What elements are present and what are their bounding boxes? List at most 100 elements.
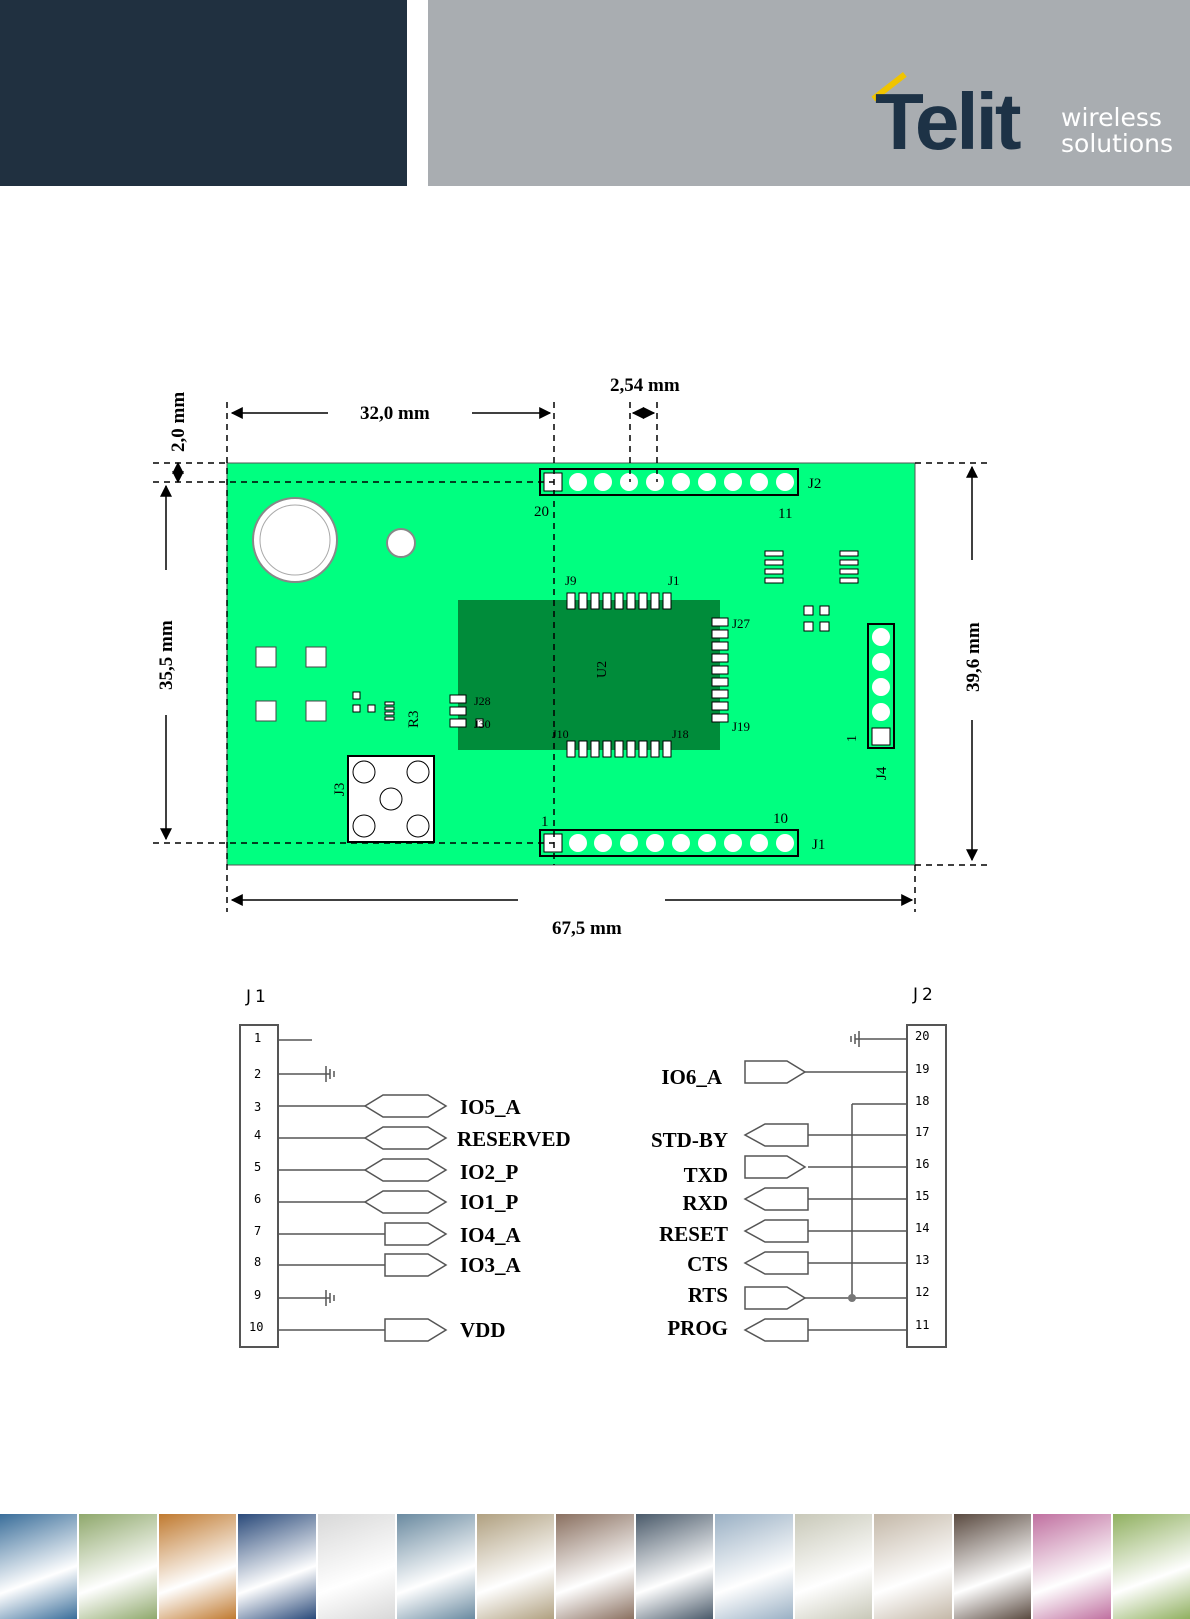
pinout-schematic: J1 J2 1 2 3 4 5 6 7 8 9 10 20 19 18 17 1…: [0, 975, 1190, 1355]
j1-pin-number: 9: [254, 1288, 261, 1302]
junction-dot: [848, 1294, 856, 1302]
j1-pin-number: 4: [254, 1128, 261, 1142]
led-pad: [387, 529, 415, 557]
j1-pin-number: 7: [254, 1224, 261, 1238]
dim-header-spacing: 35,5 mm: [156, 620, 177, 690]
output-port: [745, 1156, 805, 1178]
footer-photo-tile: [477, 1514, 554, 1619]
module-j28-label: J28: [474, 694, 491, 708]
j1-pin-number: 1: [254, 1031, 261, 1045]
telit-logo: Telit wireless solutions: [860, 60, 1190, 170]
j2-signal: RESET: [659, 1222, 728, 1246]
j3-switch: [348, 756, 434, 842]
footer-photo-strip: [0, 1514, 1190, 1619]
j1-signal: IO3_A: [460, 1253, 522, 1277]
j2-pin-number: 15: [915, 1189, 929, 1203]
buzzer-inner: [260, 505, 330, 575]
logo-tagline: wireless solutions: [1061, 105, 1173, 157]
j2-pin11-label: 11: [778, 506, 792, 522]
j2-pin-number: 13: [915, 1253, 929, 1267]
output-port: [385, 1223, 446, 1245]
module-j30-label: J30: [474, 717, 491, 731]
dim-header-offset: 2,0 mm: [168, 392, 189, 452]
dim-pitch: 2,54 mm: [610, 375, 680, 396]
output-port: [745, 1287, 805, 1309]
j2-pin-number: 12: [915, 1285, 929, 1299]
footer-photo-tile: [0, 1514, 77, 1619]
module-j18-label: J18: [672, 727, 689, 741]
output-port: [385, 1254, 446, 1276]
bidir-port: [365, 1159, 446, 1181]
j2-wiring: [745, 1031, 907, 1341]
module-right-pads: [712, 618, 728, 722]
logo-tagline-line-2: solutions: [1061, 131, 1173, 157]
j2-pin-number: 11: [915, 1318, 929, 1332]
j2-signal: TXD: [684, 1163, 728, 1187]
j1-pin-number: 6: [254, 1192, 261, 1206]
j1-pin-number: 3: [254, 1100, 261, 1114]
footer-photo-tile: [1113, 1514, 1190, 1619]
dim-height: 39,6 mm: [963, 622, 984, 692]
input-port: [745, 1124, 808, 1146]
footer-photo-tile: [318, 1514, 395, 1619]
j1-signal: IO5_A: [460, 1095, 522, 1119]
module-bottom-pads: [567, 741, 671, 757]
j1-pin1-label: 1: [541, 814, 549, 830]
module-u2-label: U2: [595, 661, 610, 678]
header-dark-block: [0, 0, 407, 186]
bidir-port: [365, 1127, 446, 1149]
j2-signal: IO6_A: [661, 1065, 723, 1089]
footer-photo-tile: [1033, 1514, 1110, 1619]
j4-label: J4: [874, 766, 890, 780]
input-port: [745, 1252, 808, 1274]
j1-schematic-title: J1: [245, 987, 270, 1007]
r3-label: R3: [406, 710, 422, 728]
output-port: [385, 1319, 446, 1341]
j2-pin20-label: 20: [534, 504, 549, 520]
j1-signal: IO4_A: [460, 1223, 522, 1247]
j1-pin10-label: 10: [773, 811, 788, 827]
j2-label: J2: [808, 476, 821, 492]
j1-pin-number: 10: [249, 1320, 263, 1334]
dim-width: 67,5 mm: [552, 918, 622, 939]
j1-pin-number: 8: [254, 1255, 261, 1269]
logo-tagline-line-1: wireless: [1061, 105, 1173, 131]
bidir-port: [365, 1191, 446, 1213]
j2-signal: PROG: [667, 1316, 728, 1340]
j1-signal: IO1_P: [460, 1190, 519, 1214]
j2-schematic-title: J2: [912, 985, 937, 1005]
footer-photo-tile: [636, 1514, 713, 1619]
footer-photo-tile: [715, 1514, 792, 1619]
j2-signal: CTS: [687, 1252, 728, 1276]
module-j1-label: J1: [668, 573, 680, 588]
j2-signal: RTS: [688, 1283, 728, 1307]
j3-label: J3: [332, 783, 348, 796]
footer-photo-tile: [238, 1514, 315, 1619]
footer-photo-tile: [556, 1514, 633, 1619]
module-top-pads: [567, 593, 671, 609]
j2-signal: RXD: [683, 1191, 729, 1215]
j1-pin-number: 2: [254, 1067, 261, 1081]
j1-signal: VDD: [460, 1318, 506, 1342]
j1-pin-number: 5: [254, 1160, 261, 1174]
dim-header-x: 32,0 mm: [360, 403, 430, 424]
j2-pin-number: 19: [915, 1062, 929, 1076]
logo-wordmark: Telit: [875, 82, 1019, 162]
footer-photo-tile: [874, 1514, 951, 1619]
footer-photo-tile: [954, 1514, 1031, 1619]
input-port: [745, 1319, 808, 1341]
j2-pin-number: 20: [915, 1029, 929, 1043]
module-j9-label: J9: [565, 573, 577, 588]
input-port: [745, 1188, 808, 1210]
j2-signal: STD-BY: [651, 1128, 728, 1152]
j1-signal: IO2_P: [460, 1160, 519, 1184]
module-j19-label: J19: [732, 719, 750, 734]
j1-wiring: [278, 1040, 446, 1341]
j2-pin-number: 17: [915, 1125, 929, 1139]
j1-signal: RESERVED: [457, 1127, 571, 1151]
bidir-port: [365, 1095, 446, 1117]
j2-signals: IO6_A STD-BY TXD RXD RESET CTS RTS PROG: [651, 1065, 728, 1340]
footer-photo-tile: [397, 1514, 474, 1619]
j1-label: J1: [812, 837, 825, 853]
j2-pin-number: 16: [915, 1157, 929, 1171]
